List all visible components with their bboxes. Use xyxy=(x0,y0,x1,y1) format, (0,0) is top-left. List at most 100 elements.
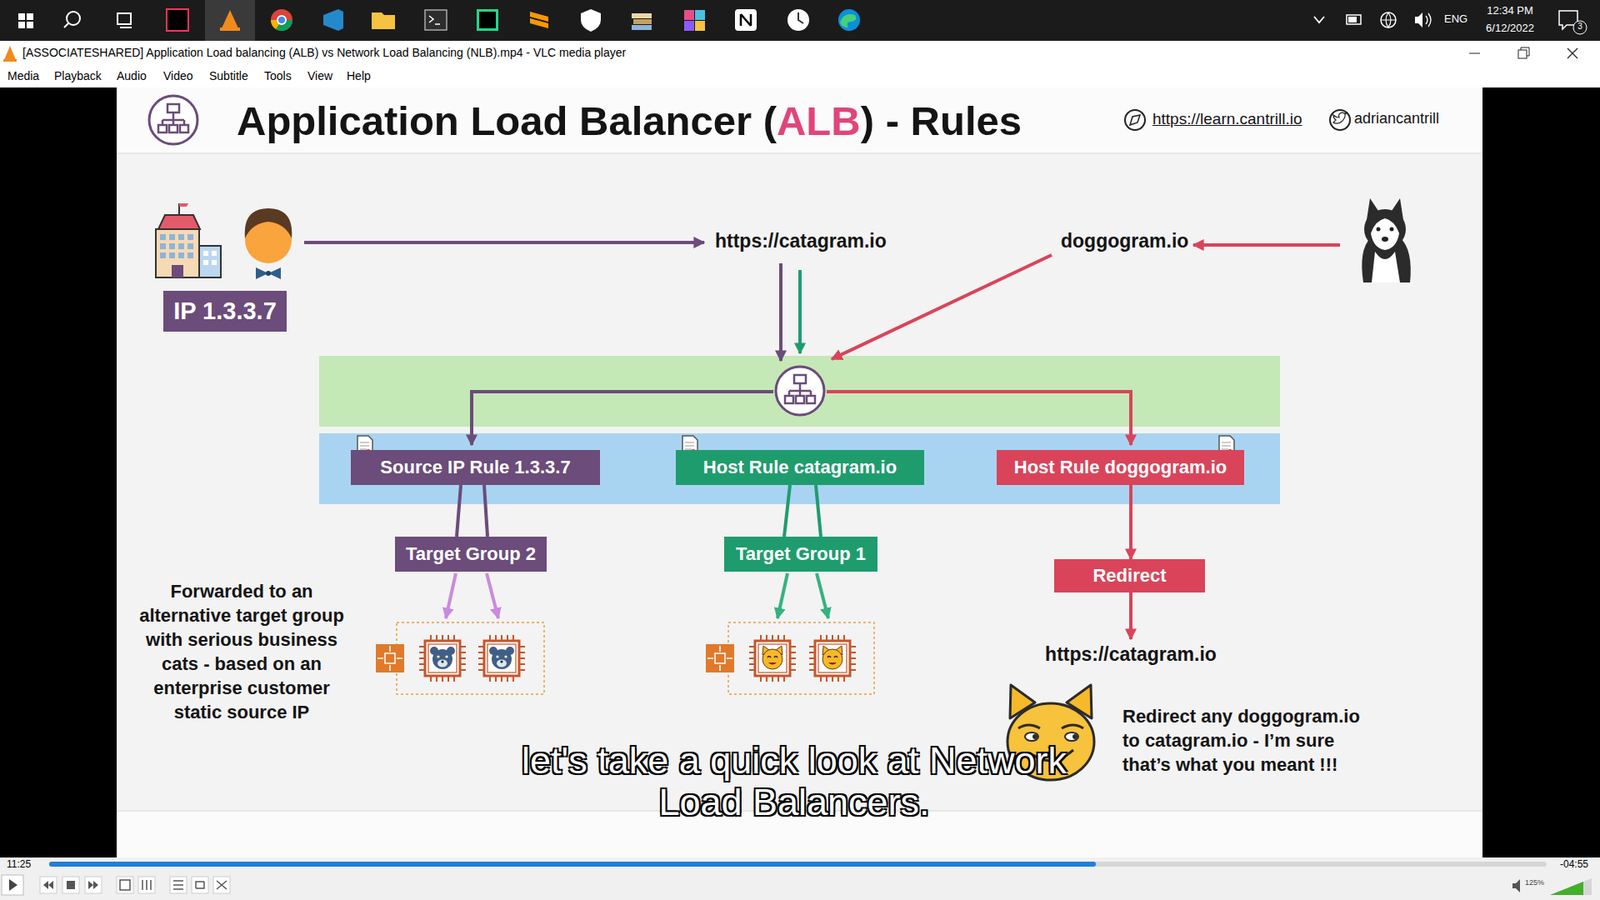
taskbar xyxy=(479,11,496,29)
node-text: Target Group 2 xyxy=(405,543,536,565)
window-chrome xyxy=(1469,53,1480,55)
office-building-icon xyxy=(187,234,194,240)
menu-item: Media xyxy=(7,69,40,84)
video-frame xyxy=(116,87,1483,858)
window-chrome xyxy=(1520,47,1530,56)
taskbar xyxy=(270,9,293,31)
taskbar xyxy=(117,13,131,25)
taskbar xyxy=(220,27,240,31)
alb-icon xyxy=(775,366,825,415)
player-controls xyxy=(116,876,134,894)
rule-box: Source IP Rule 1.3.3.7 xyxy=(350,450,600,485)
player-controls xyxy=(49,861,1547,867)
taskbar xyxy=(64,23,69,28)
menu-item: Subtitle xyxy=(209,69,249,84)
cat-emoji xyxy=(1018,725,1040,729)
window-chrome xyxy=(0,40,1600,88)
taskbar xyxy=(684,10,695,20)
rule-box: Host Rule doggogram.io xyxy=(996,450,1245,485)
player-controls xyxy=(138,876,155,894)
tray-date: 6/12/2022 xyxy=(1476,21,1544,35)
twitter-icon xyxy=(1330,110,1350,130)
taskbar xyxy=(0,0,1600,41)
taskbar xyxy=(1380,12,1396,28)
taskbar xyxy=(695,10,705,20)
remaining-time: -04:55 xyxy=(1560,858,1589,870)
flow-arrows xyxy=(777,573,788,619)
node-text: Host Rule catagram.io xyxy=(703,456,897,479)
taskbar xyxy=(631,25,652,30)
menu-item: Playback xyxy=(54,69,102,84)
taskbar xyxy=(695,20,705,31)
connector xyxy=(815,485,821,537)
instance-group xyxy=(419,635,466,682)
player-controls xyxy=(170,876,187,894)
flow-arrows xyxy=(1193,243,1340,247)
taskbar xyxy=(371,12,395,30)
instance-group xyxy=(705,622,875,695)
node-text: Host Rule doggogram.io xyxy=(1014,456,1227,479)
taskbar xyxy=(26,21,34,29)
person-icon xyxy=(245,208,293,280)
taskbar xyxy=(18,13,25,20)
husky-icon xyxy=(1364,209,1406,250)
node-text: https://catagram.io xyxy=(1045,643,1217,667)
twitter-icon xyxy=(1333,112,1348,124)
taskbar xyxy=(1314,16,1325,23)
notification-count: 3 xyxy=(1575,21,1585,32)
office-building-icon xyxy=(169,234,175,240)
office-building-icon xyxy=(211,260,217,265)
slide-title: Application Load Balancer (ALB) - Rules xyxy=(236,96,1022,146)
taskbar xyxy=(838,9,860,31)
office-building-icon xyxy=(178,234,185,240)
taskbar xyxy=(735,9,757,31)
player-controls xyxy=(1,875,24,895)
office-building-icon xyxy=(160,243,166,250)
node-text: Source IP Rule 1.3.3.7 xyxy=(380,456,570,479)
player-controls xyxy=(0,857,1600,900)
player-controls xyxy=(1550,881,1584,895)
office-building-icon xyxy=(203,250,209,256)
flow-arrows xyxy=(486,573,499,619)
instance-group xyxy=(822,645,843,670)
video-frame xyxy=(116,152,1483,155)
load-balancer-band xyxy=(319,355,1280,427)
rule-box: Host Rule catagram.io xyxy=(675,450,925,485)
flow-arrows xyxy=(826,391,1131,445)
instance-group xyxy=(728,622,875,695)
connector xyxy=(1129,485,1133,560)
node-text: Target Group 1 xyxy=(735,543,866,565)
office-building-icon xyxy=(160,252,166,259)
video-frame xyxy=(0,87,1600,858)
taskbar xyxy=(798,12,804,24)
connector xyxy=(784,485,790,537)
twitter-handle: adriancantrill xyxy=(1354,110,1440,129)
office-building-icon xyxy=(178,243,185,250)
taskbar xyxy=(429,15,440,25)
instance-group xyxy=(489,646,515,670)
cat-emoji xyxy=(1072,734,1078,740)
player-controls xyxy=(85,876,102,894)
person-icon xyxy=(255,267,281,280)
target-group-box: Target Group 1 xyxy=(724,536,878,572)
player-controls xyxy=(191,876,209,894)
compass-icon xyxy=(1130,115,1140,125)
domain-label: doggogram.io xyxy=(1059,230,1190,254)
menu-item: Help xyxy=(346,69,371,84)
office-building-icon xyxy=(199,245,221,278)
taskbar xyxy=(26,13,34,20)
taskbar xyxy=(18,21,25,29)
taskbar xyxy=(221,10,239,29)
office-building-icon xyxy=(179,203,189,207)
window-chrome xyxy=(3,59,17,62)
node-text: doggogram.io xyxy=(1060,230,1189,254)
video-subtitle: let's take a quick look at Network Load … xyxy=(519,740,1070,824)
player-controls xyxy=(40,876,57,894)
redirect-box: Redirect xyxy=(1054,559,1205,593)
title-accent: ALB xyxy=(776,98,861,144)
connector xyxy=(1129,592,1133,640)
taskbar xyxy=(277,15,286,25)
instance-group xyxy=(809,635,856,682)
taskbar xyxy=(476,9,499,31)
